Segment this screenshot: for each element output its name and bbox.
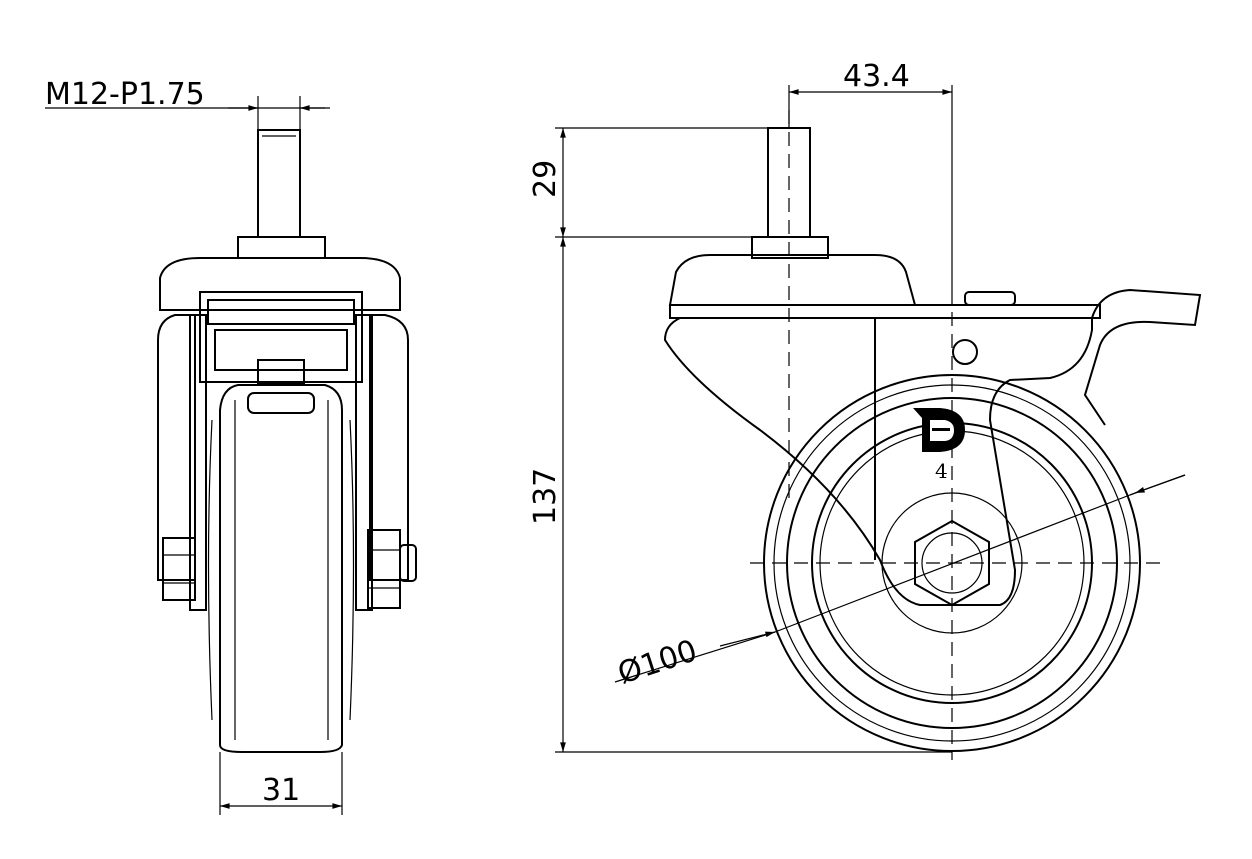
fork-bracket: [663, 317, 1093, 606]
rivet: [952, 339, 978, 365]
axle-nut-left: [162, 537, 196, 601]
logo-number: 4: [935, 459, 948, 483]
thread-dimension-label: M12-P1.75: [45, 77, 205, 112]
fork-legs: [157, 314, 409, 581]
top-plate: [159, 257, 401, 311]
brand-logo: 4: [913, 408, 965, 483]
side-view: 4 43.4 29 137 Ø100: [528, 59, 1202, 760]
total-height-label: 137: [528, 468, 563, 525]
front-view: M12-P1.75 31: [45, 77, 417, 815]
stem-nut: [237, 236, 326, 259]
stem: [257, 129, 301, 238]
brake-pedal-base: [964, 291, 1016, 306]
stem-offset-label: 43.4: [843, 59, 910, 94]
brake-lever: [1083, 288, 1202, 426]
stem-nut: [751, 236, 829, 259]
top-dome: [668, 254, 917, 306]
wheel-diameter-label: Ø100: [614, 633, 702, 691]
wheel-front: [219, 384, 343, 753]
stem-length-label: 29: [528, 160, 563, 198]
wheel-width-label: 31: [262, 773, 300, 808]
